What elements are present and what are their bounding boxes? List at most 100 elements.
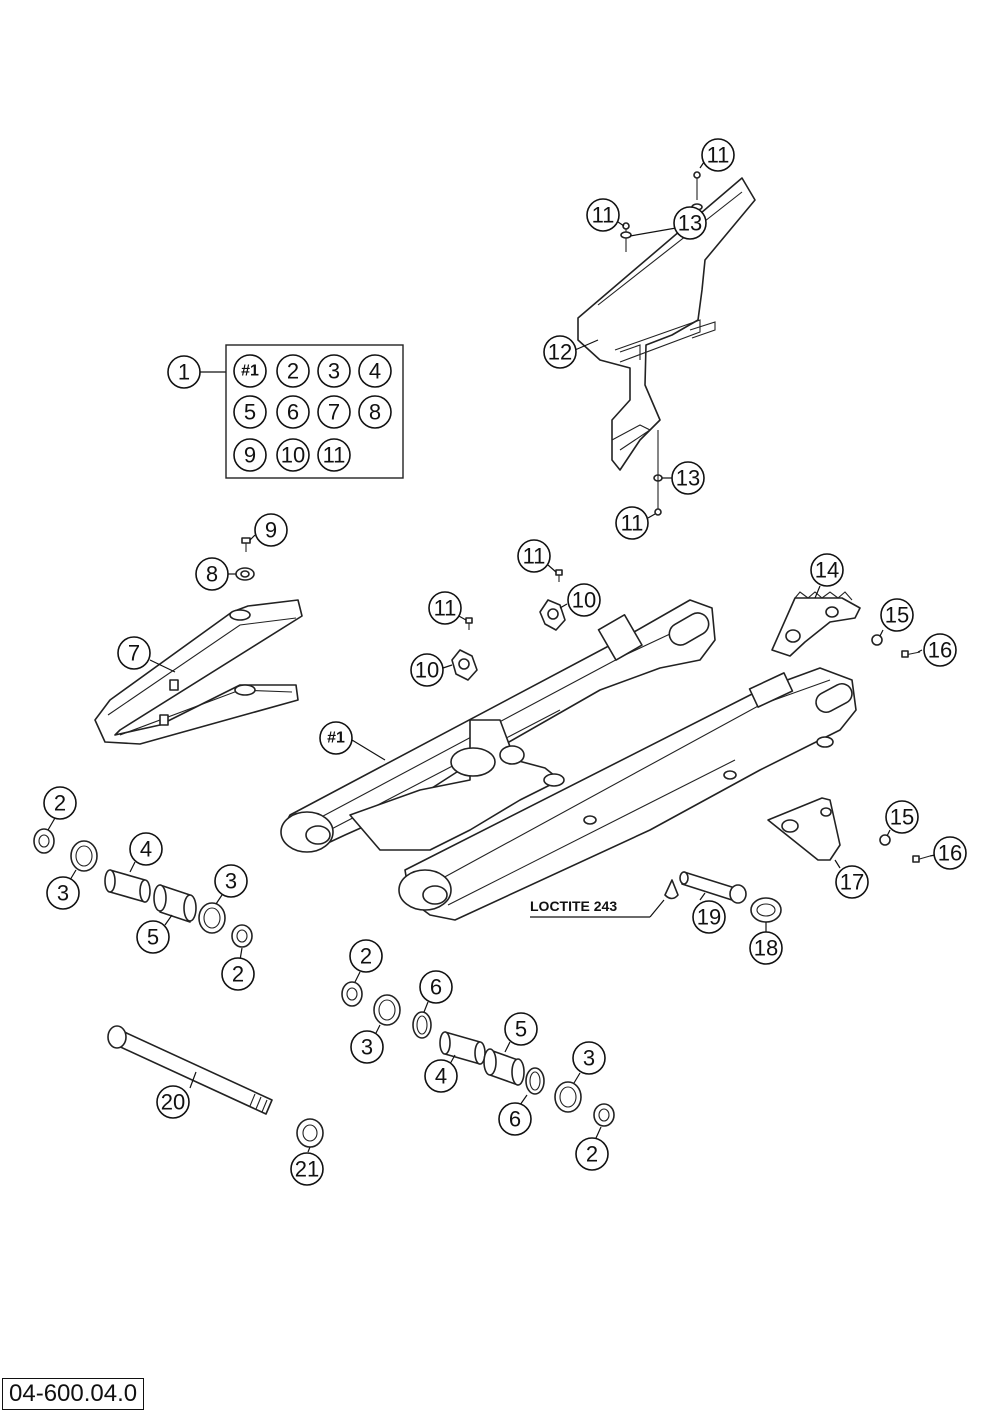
chain-slider — [94, 599, 303, 745]
kit-item-11[interactable]: 11 — [317, 438, 351, 472]
svg-text:11: 11 — [323, 443, 346, 468]
loctite-label: LOCTITE 243 — [530, 898, 665, 918]
callout-20[interactable]: 20 — [156, 1071, 197, 1119]
callout-11-clamp-a[interactable]: 11 — [517, 539, 557, 573]
svg-text:4: 4 — [435, 1064, 447, 1089]
svg-text:15: 15 — [890, 805, 914, 830]
svg-text:#1: #1 — [327, 730, 345, 747]
callout-4-left[interactable]: 4 — [129, 832, 163, 873]
svg-text:20: 20 — [161, 1090, 185, 1115]
svg-text:1: 1 — [178, 360, 190, 385]
callout-12[interactable]: 12 — [543, 335, 599, 369]
svg-text:11: 11 — [621, 511, 644, 536]
kit-item-8[interactable]: 8 — [358, 395, 392, 429]
svg-text:2: 2 — [360, 944, 372, 969]
callout-15-a[interactable]: 15 — [879, 598, 914, 637]
spindle-nut — [296, 1118, 324, 1148]
svg-text:6: 6 — [509, 1107, 521, 1132]
callout-2-left-a[interactable]: 2 — [43, 786, 77, 831]
svg-text:11: 11 — [434, 596, 457, 621]
callout-2-right-b[interactable]: 2 — [575, 1126, 609, 1171]
callout-11-guard-a[interactable]: 11 — [586, 198, 625, 232]
svg-text:5: 5 — [515, 1017, 527, 1042]
brake-hose-clamp-a — [539, 599, 566, 631]
callout-11-guard-b[interactable]: 11 — [615, 506, 656, 540]
callout-2-right-a[interactable]: 2 — [349, 939, 383, 983]
svg-text:9: 9 — [265, 518, 277, 543]
kit-item-3[interactable]: 3 — [317, 354, 351, 388]
right-bearing-stack — [341, 981, 615, 1127]
callout-5-left[interactable]: 5 — [136, 914, 173, 954]
svg-text:3: 3 — [57, 881, 69, 906]
cap-plug — [750, 897, 782, 923]
callout-15-b[interactable]: 15 — [885, 800, 919, 837]
callout-10-clamp-a[interactable]: 10 — [559, 583, 601, 617]
callout-3-left-a[interactable]: 3 — [46, 869, 80, 910]
callout-19[interactable]: 19 — [692, 892, 726, 934]
callout-13-guard-b[interactable]: 13 — [662, 461, 705, 495]
chain-slide-screw — [912, 855, 931, 863]
callout-3-right-b[interactable]: 3 — [572, 1041, 606, 1084]
callout-14[interactable]: 14 — [810, 553, 844, 599]
callout-16-b[interactable]: 16 — [929, 836, 967, 870]
kit-item-6[interactable]: 6 — [276, 395, 310, 429]
svg-text:19: 19 — [697, 905, 721, 930]
svg-text:5: 5 — [244, 400, 256, 425]
svg-text:15: 15 — [885, 603, 909, 628]
svg-text:6: 6 — [430, 975, 442, 1000]
kit-item-7[interactable]: 7 — [317, 395, 351, 429]
callout-21[interactable]: 21 — [290, 1146, 324, 1186]
callout-kit-number[interactable]: 1 — [167, 355, 201, 389]
svg-text:LOCTITE 243: LOCTITE 243 — [530, 898, 617, 914]
svg-text:8: 8 — [369, 400, 381, 425]
callout-17[interactable]: 17 — [834, 859, 869, 899]
kit-item-9[interactable]: 9 — [233, 438, 267, 472]
svg-text:16: 16 — [928, 638, 952, 663]
callout-8[interactable]: 8 — [195, 557, 236, 591]
callout-5-right[interactable]: 5 — [504, 1012, 538, 1053]
svg-text:8: 8 — [206, 562, 218, 587]
svg-text:4: 4 — [140, 837, 152, 862]
svg-text:11: 11 — [707, 143, 730, 168]
kit-item-5[interactable]: 5 — [233, 395, 267, 429]
callout-swingarm[interactable]: #1 — [319, 721, 386, 761]
callout-4-right[interactable]: 4 — [424, 1054, 458, 1093]
svg-text:11: 11 — [523, 544, 546, 569]
svg-text:2: 2 — [54, 791, 66, 816]
callout-13-guard-a[interactable]: 13 — [629, 206, 707, 240]
callout-11-clamp-b[interactable]: 11 — [428, 591, 467, 625]
callout-6-right-a[interactable]: 6 — [419, 970, 453, 1013]
svg-text:3: 3 — [583, 1046, 595, 1071]
kit-group: 1 #1 2 3 4 5 6 7 8 9 10 11 — [167, 344, 404, 479]
chain-guard — [577, 177, 756, 471]
svg-text:3: 3 — [361, 1035, 373, 1060]
callout-11-top[interactable]: 11 — [699, 138, 735, 172]
svg-text:#1: #1 — [241, 363, 259, 380]
svg-text:16: 16 — [938, 841, 962, 866]
kit-item-10[interactable]: 10 — [276, 438, 310, 472]
swingarm — [280, 599, 857, 921]
svg-text:12: 12 — [548, 340, 572, 365]
callout-16-a[interactable]: 16 — [917, 633, 957, 667]
svg-text:10: 10 — [415, 658, 439, 683]
brake-hose-clamp-b — [451, 649, 478, 681]
callout-6-right-b[interactable]: 6 — [498, 1094, 532, 1136]
kit-item-4[interactable]: 4 — [358, 354, 392, 388]
callout-9[interactable]: 9 — [249, 513, 288, 547]
callout-10-clamp-b[interactable]: 10 — [410, 653, 453, 687]
left-bearing-stack — [33, 828, 253, 948]
svg-text:9: 9 — [244, 443, 256, 468]
callout-3-right-a[interactable]: 3 — [350, 1024, 384, 1064]
kit-item-frame[interactable]: #1 — [233, 354, 267, 388]
svg-text:6: 6 — [287, 400, 299, 425]
slider-nut — [235, 567, 255, 581]
callout-2-left-b[interactable]: 2 — [221, 947, 255, 991]
svg-text:21: 21 — [295, 1157, 319, 1182]
callout-18[interactable]: 18 — [749, 922, 783, 965]
callout-3-left-b[interactable]: 3 — [214, 864, 248, 905]
svg-text:4: 4 — [369, 359, 381, 384]
callout-7[interactable]: 7 — [117, 636, 176, 673]
svg-text:5: 5 — [147, 925, 159, 950]
kit-item-2[interactable]: 2 — [276, 354, 310, 388]
